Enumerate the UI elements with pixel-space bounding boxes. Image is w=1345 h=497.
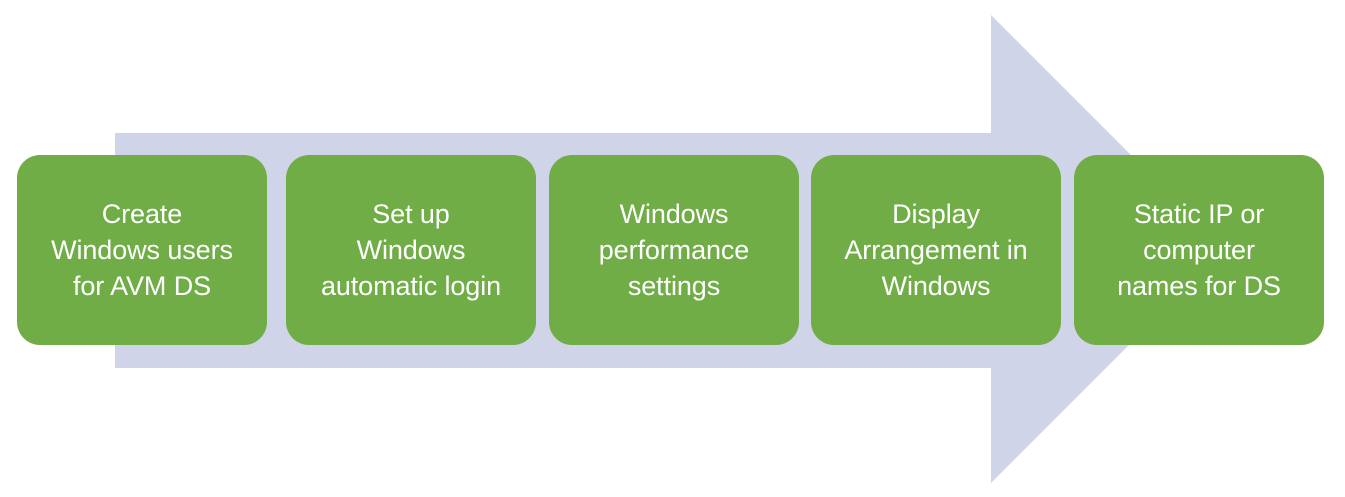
process-step-4[interactable]: Display Arrangement in Windows xyxy=(811,155,1061,345)
process-step-3[interactable]: Windows performance settings xyxy=(549,155,799,345)
process-step-2[interactable]: Set up Windows automatic login xyxy=(286,155,536,345)
process-step-2-label: Set up Windows automatic login xyxy=(320,198,502,302)
process-step-1-label: Create Windows users for AVM DS xyxy=(51,198,233,302)
process-step-1[interactable]: Create Windows users for AVM DS xyxy=(17,155,267,345)
process-step-5-label: Static IP or computer names for DS xyxy=(1117,198,1281,302)
process-step-5[interactable]: Static IP or computer names for DS xyxy=(1074,155,1324,345)
process-step-4-label: Display Arrangement in Windows xyxy=(844,198,1028,302)
process-step-3-label: Windows performance settings xyxy=(598,198,750,302)
